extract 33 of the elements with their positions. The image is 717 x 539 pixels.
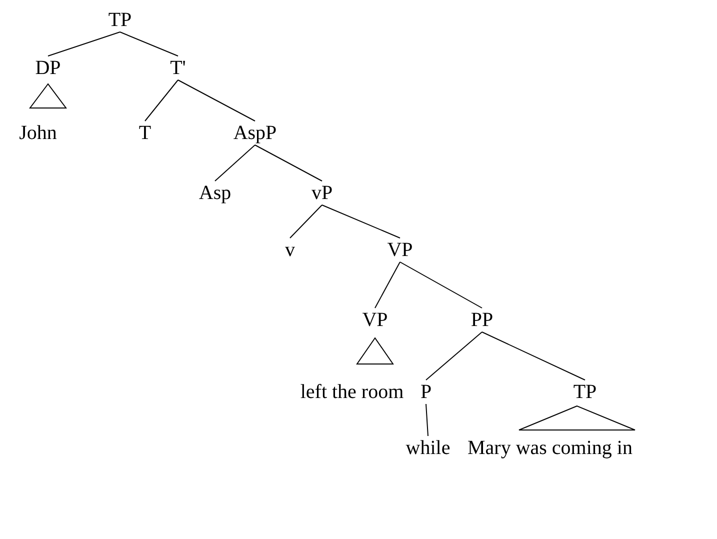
tree-node-label: VP	[362, 308, 388, 332]
tree-node-label: DP	[35, 56, 61, 80]
tree-node-label: AspP	[233, 121, 277, 145]
tree-node-label: TP	[108, 8, 132, 32]
branch-line	[120, 32, 178, 56]
branch-line	[178, 80, 256, 122]
tree-node-label: v	[285, 238, 295, 262]
branch-line	[322, 204, 400, 238]
branch-line	[254, 144, 322, 182]
tree-node-label: T'	[170, 56, 186, 80]
tree-node-label: John	[19, 121, 57, 145]
branch-line	[48, 32, 120, 56]
tree-node-label: Asp	[198, 181, 232, 205]
tree-node-label: PP	[470, 308, 494, 332]
branch-line	[482, 332, 586, 380]
branch-line	[426, 332, 482, 380]
tree-node-label: while	[406, 436, 450, 460]
branch-line	[290, 204, 322, 238]
tree-node-label: VP	[387, 238, 413, 262]
tree-node-label: Mary was coming in	[468, 436, 632, 460]
branch-line	[144, 80, 178, 122]
triangle-roof	[518, 405, 636, 431]
triangle-roof	[356, 337, 394, 365]
tree-node-label: T	[138, 121, 152, 145]
triangle-roof	[29, 83, 67, 109]
tree-node-label: vP	[311, 181, 333, 205]
tree-node-label: left the room	[300, 380, 404, 404]
branch-line	[400, 262, 482, 308]
tree-node-label: P	[420, 380, 432, 404]
branch-line	[374, 262, 400, 308]
tree-node-label: TP	[573, 380, 597, 404]
branch-line	[214, 144, 256, 182]
branch-line	[426, 404, 428, 436]
